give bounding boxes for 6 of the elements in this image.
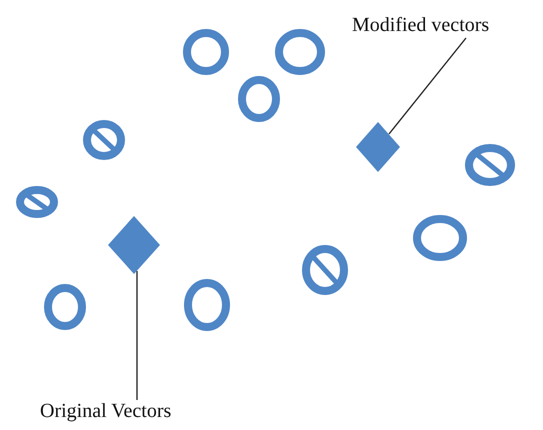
diamond-marker [108, 216, 160, 274]
callout-label: Original Vectors [40, 398, 218, 426]
leader-line [136, 271, 138, 400]
leader-line [388, 38, 466, 134]
diamond-marker [356, 122, 400, 172]
callout-label: Modified vectors [352, 12, 542, 40]
